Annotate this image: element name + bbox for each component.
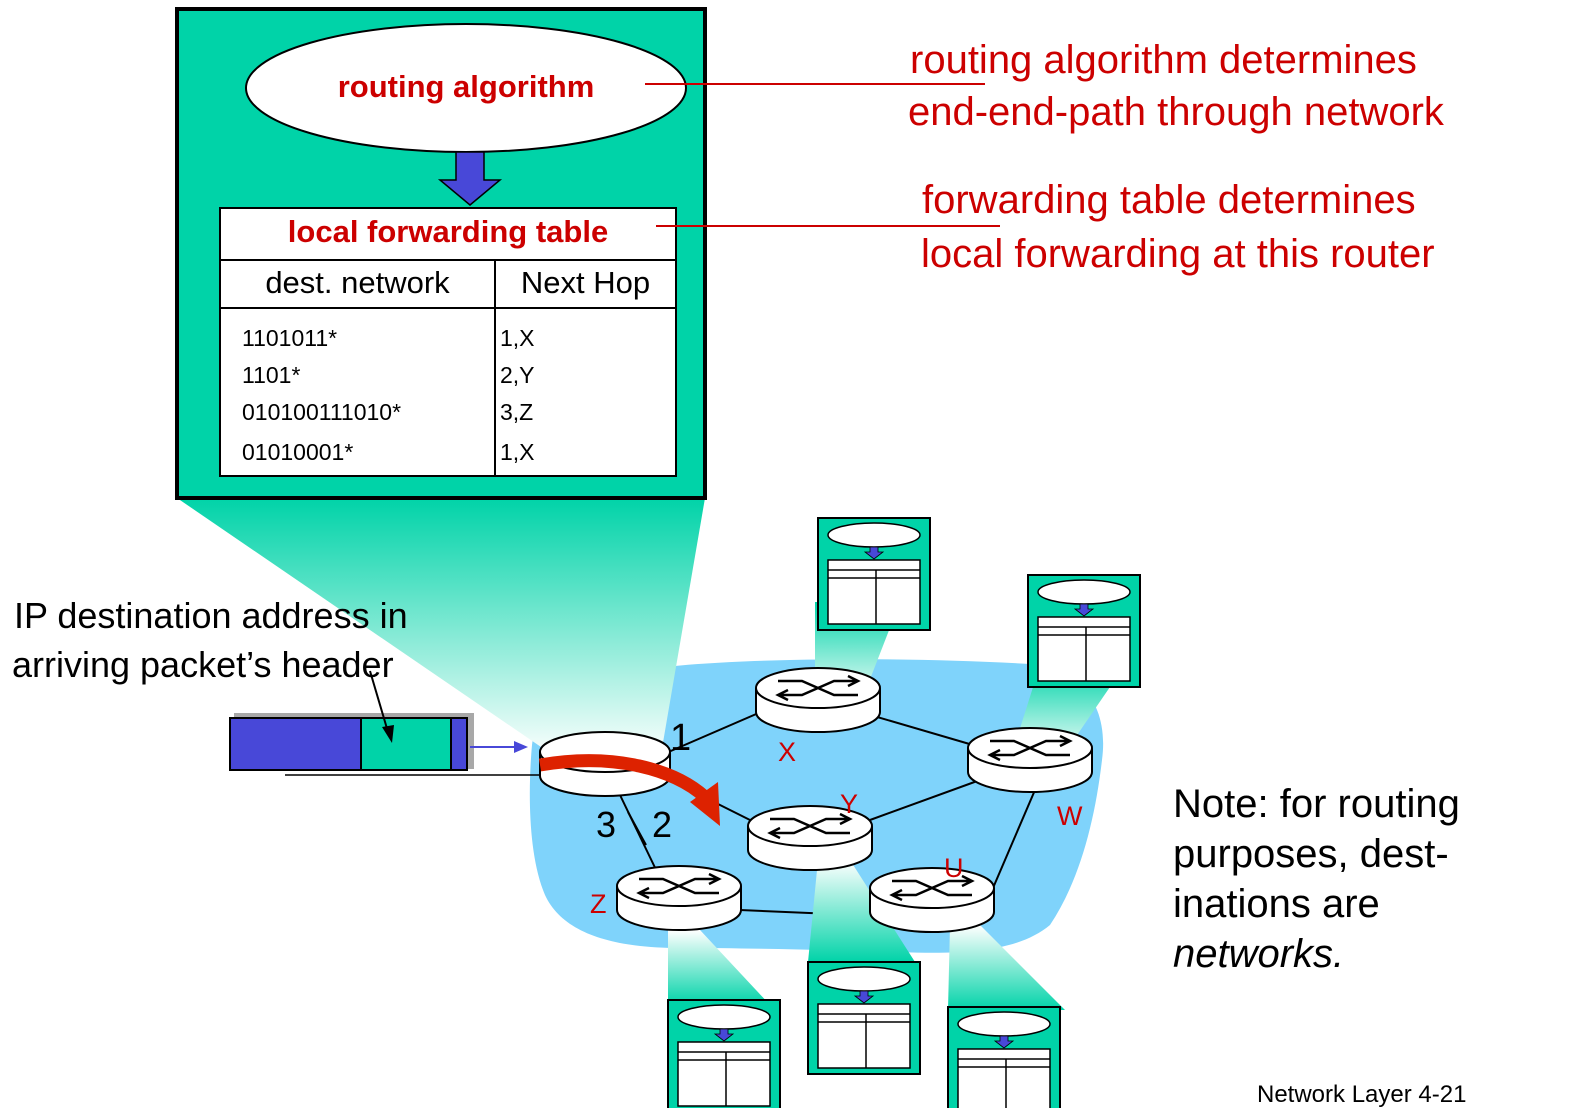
router-icon-x: [754, 666, 882, 734]
pointer-line: [369, 670, 389, 733]
forwarding-arrow-icon: [690, 782, 720, 826]
table-row-hop: 3,Z: [500, 399, 534, 425]
router-icon-z: [615, 864, 743, 932]
table-row-dest: 01010001*: [242, 439, 354, 465]
router-table-icon: [807, 961, 921, 1075]
router-table-icon: [667, 999, 781, 1108]
column-header-dest: dest. network: [265, 265, 450, 300]
packet-label-line1: IP destination address in: [14, 595, 408, 636]
down-arrow-icon: [437, 151, 503, 206]
router-label-u: U: [944, 853, 964, 883]
table-row-hop: 1,X: [500, 439, 535, 465]
interface-label-1: 1: [670, 717, 692, 759]
router-icon-w: [966, 726, 1094, 794]
note-line1: Note: for routing: [1173, 782, 1460, 826]
table-row-dest: 1101*: [242, 362, 301, 388]
router-label-y: Y: [840, 789, 859, 819]
table-row-hop: 1,X: [500, 325, 535, 351]
interface-label-2: 2: [652, 804, 673, 845]
router-table-icon: [1027, 574, 1141, 688]
routing-algorithm-label: routing algorithm: [337, 69, 595, 104]
routing-annotation-line1: routing algorithm determines: [910, 38, 1417, 82]
router-table-icon: [947, 1006, 1061, 1108]
forwarding-table-title: local forwarding table: [287, 214, 609, 249]
forwarding-annotation-line1: forwarding table determines: [922, 178, 1416, 222]
note-line3: inations are: [1173, 882, 1380, 926]
packet-label-line2: arriving packet’s header: [12, 644, 394, 685]
slide-footer: Network Layer 4-21: [1257, 1081, 1467, 1108]
table-row-dest: 1101011*: [242, 325, 338, 351]
note-line4: networks.: [1173, 932, 1345, 976]
router-label-w: W: [1057, 801, 1083, 831]
interface-label-3: 3: [596, 804, 617, 845]
router-table-icon: [817, 517, 931, 631]
arrow-right-icon: [514, 741, 528, 753]
router-label-z: Z: [590, 889, 607, 919]
column-header-hop: Next Hop: [520, 265, 651, 300]
forwarding-table: [219, 207, 677, 477]
router-label-x: X: [778, 737, 797, 767]
routing-annotation-line2: end-end-path through network: [908, 90, 1444, 134]
table-row-dest: 010100111010*: [242, 399, 402, 425]
zoom-funnel: [177, 498, 705, 760]
note-line2: purposes, dest-: [1173, 832, 1449, 876]
table-row-hop: 2,Y: [500, 362, 535, 388]
router-icon-u: [868, 866, 996, 934]
forwarding-annotation-line2: local forwarding at this router: [921, 232, 1435, 276]
packet-icon: [229, 713, 540, 776]
